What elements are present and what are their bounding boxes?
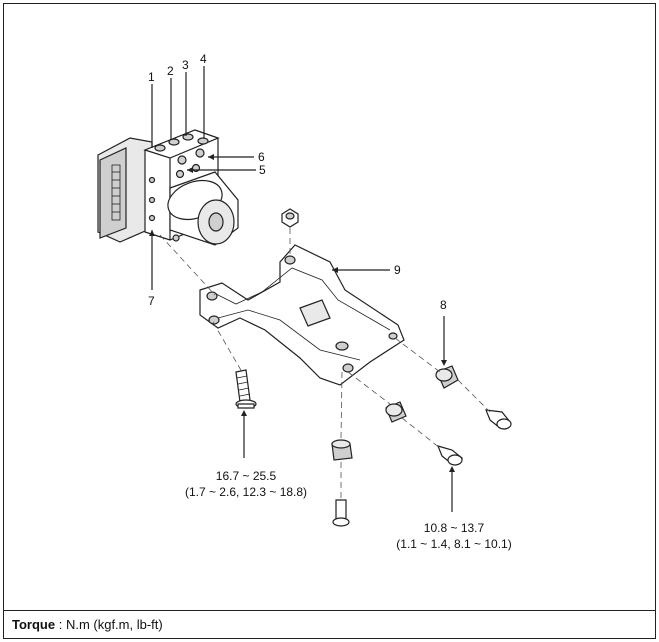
torque-units-note: Torque : N.m (kgf.m, lb-ft)	[12, 617, 163, 632]
torque-spec-left: 16.7 ~ 25.5 (1.7 ~ 2.6, 12.3 ~ 18.8)	[178, 468, 314, 500]
callout-3: 3	[182, 58, 189, 72]
torque-spec-left-value: 16.7 ~ 25.5	[215, 469, 277, 483]
torque-spec-right: 10.8 ~ 13.7 (1.1 ~ 1.4, 8.1 ~ 10.1)	[386, 520, 522, 552]
callout-5: 5	[259, 163, 266, 177]
bracket	[199, 244, 405, 386]
callout-7: 7	[148, 294, 155, 308]
bushings	[331, 365, 459, 461]
torque-units: : N.m (kgf.m, lb-ft)	[58, 617, 163, 632]
torque-spec-left-conversion: (1.7 ~ 2.6, 12.3 ~ 18.8)	[184, 485, 308, 499]
callout-8: 8	[440, 298, 447, 312]
torque-spec-right-conversion: (1.1 ~ 1.4, 8.1 ~ 10.1)	[396, 537, 512, 551]
callout-4: 4	[200, 52, 207, 66]
callout-1: 1	[148, 70, 155, 84]
assembly-center-lines	[159, 228, 491, 498]
leader-lines	[149, 66, 455, 512]
footer-divider	[3, 610, 656, 611]
nut	[281, 208, 299, 228]
diagram-frame	[3, 3, 656, 639]
callout-2: 2	[167, 64, 174, 78]
callout-9: 9	[394, 263, 401, 277]
hecu-module	[97, 129, 239, 246]
mounting-bolt-left	[235, 369, 257, 409]
torque-spec-right-value: 10.8 ~ 13.7	[423, 521, 485, 535]
torque-label: Torque	[12, 617, 56, 632]
callout-6: 6	[258, 150, 265, 164]
mounting-bolts-small	[332, 409, 512, 527]
